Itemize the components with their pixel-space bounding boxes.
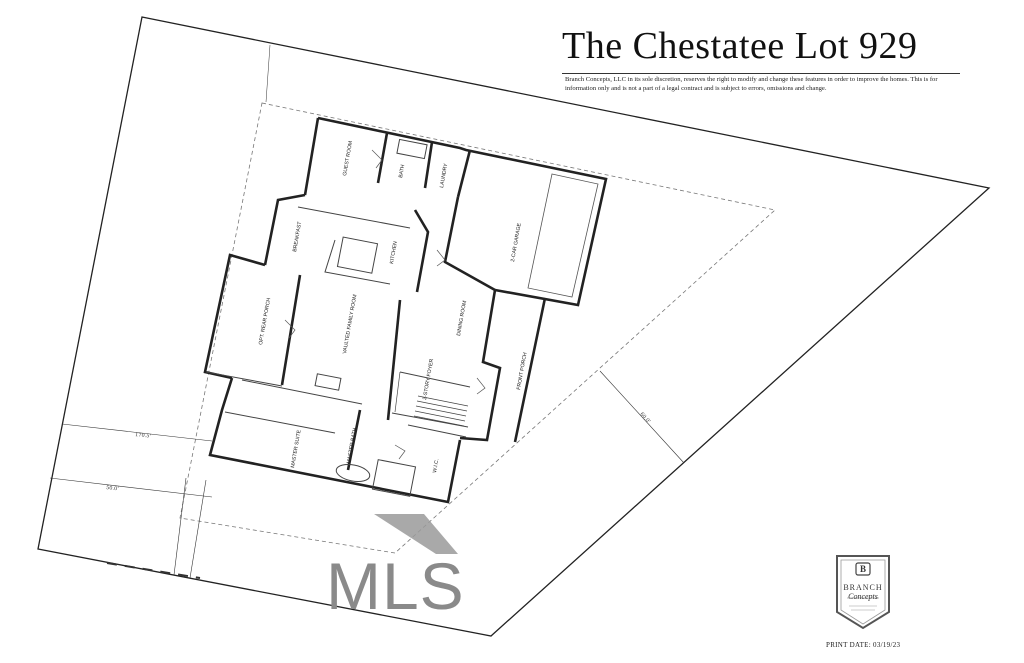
dimension-line	[61, 423, 213, 442]
house-footprint	[203, 116, 608, 504]
dimension-line	[189, 479, 207, 579]
dimension-label: 170.5'	[135, 432, 151, 440]
mls-watermark: MLS	[326, 549, 465, 623]
logo-brand: BRANCH	[843, 583, 883, 592]
garage-door	[527, 173, 599, 298]
setback-line	[179, 102, 776, 554]
label-master-bath: MASTER BATH	[346, 427, 358, 464]
title-divider	[562, 73, 960, 74]
mls-roof-icon	[374, 514, 458, 554]
label-garage: 2-CAR GARAGE	[510, 222, 523, 262]
dimension-line	[106, 562, 201, 579]
door-swings	[284, 149, 486, 460]
print-date: PRINT DATE: 03/19/23	[826, 641, 901, 649]
label-kitchen: KITCHEN	[389, 241, 399, 265]
interior-walls	[205, 138, 471, 497]
dimension-label: 50.0'	[106, 485, 119, 492]
label-dining-room: DINING ROOM	[456, 300, 468, 336]
dimension-line	[265, 44, 271, 103]
logo-script: Concepts	[848, 592, 878, 601]
page-title: The Chestatee Lot 929	[562, 25, 918, 67]
stairs	[394, 371, 469, 427]
branch-logo-icon	[836, 555, 890, 630]
dimension-line	[599, 370, 685, 464]
dimension-line	[173, 477, 187, 576]
label-laundry: LAUNDRY	[439, 162, 449, 188]
dimension-line	[49, 477, 213, 498]
label-bath: BATH	[398, 164, 406, 179]
label-breakfast: BREAKFAST	[292, 220, 303, 252]
lot-boundary	[37, 16, 991, 637]
label-guest-room: GUEST ROOM	[342, 140, 354, 176]
logo-letter: B	[859, 564, 866, 574]
label-wic: W.I.C.	[432, 458, 440, 473]
label-master-suite: MASTER SUITE	[290, 429, 303, 468]
disclaimer-text: Branch Concepts, LLC in its sole discret…	[565, 76, 938, 92]
label-rear-porch: OPT. REAR PORCH	[258, 297, 272, 345]
dimension-label: 60.0'	[639, 411, 652, 424]
label-family-room: VAULTED FAMILY ROOM	[342, 294, 358, 354]
